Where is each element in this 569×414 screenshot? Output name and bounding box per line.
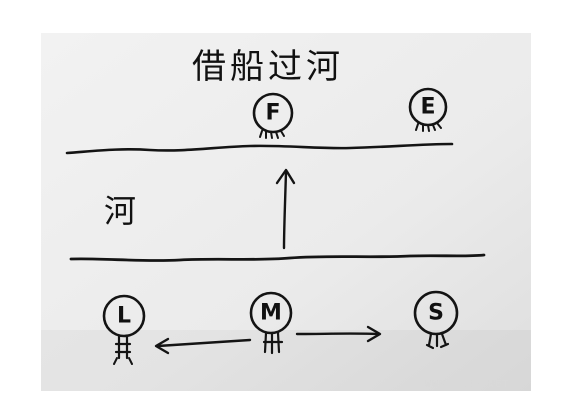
svg-text:L: L: [117, 304, 131, 329]
far-riverbank-line: [65, 142, 454, 155]
arrow-to-l: [154, 337, 252, 355]
near-riverbank-line: [69, 253, 486, 262]
svg-text:F: F: [265, 101, 280, 126]
svg-text:S: S: [428, 301, 444, 326]
river-label: 河: [104, 192, 136, 230]
crossing-arrow: [275, 168, 296, 250]
character-m: M: [249, 291, 293, 355]
svg-text:E: E: [420, 95, 435, 120]
svg-text:M: M: [260, 301, 282, 326]
paper-sheet: [41, 33, 531, 391]
diagram-title: 借船过河: [192, 47, 344, 87]
arrow-to-s: [295, 325, 382, 343]
character-f: F: [252, 92, 294, 139]
character-l: L: [102, 294, 146, 365]
character-s: S: [413, 290, 459, 350]
character-e: E: [408, 87, 448, 132]
watermark: WWW.U148.NET: [425, 379, 509, 390]
